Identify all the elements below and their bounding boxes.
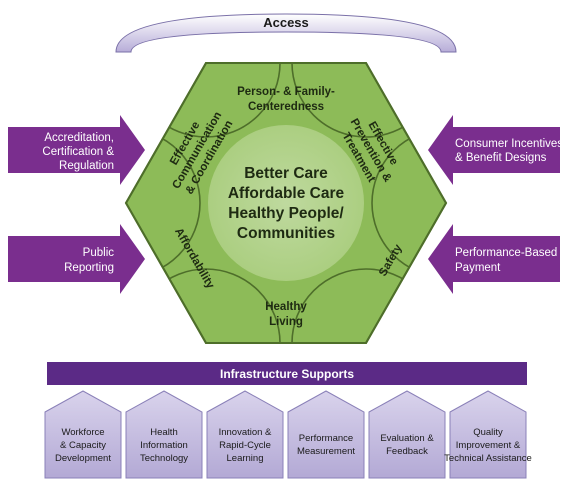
support-quality-improvement: Quality Improvement & Technical Assistan… [444,390,532,479]
infrastructure-bar: Infrastructure Supports [47,362,527,385]
support-label: Feedback [386,446,428,457]
support-label: Technical Assistance [444,453,532,464]
support-label: Information [140,440,188,451]
access-arc: Access [115,13,457,53]
center-line: Communities [237,225,335,242]
infrastructure-label: Infrastructure Supports [220,367,354,381]
segment-person-family-centeredness: Person- & Family- Centeredness [237,86,335,113]
access-label: Access [263,15,309,30]
arrow-label: Regulation [59,160,114,172]
arrow-label: Performance-Based [455,247,557,259]
support-innovation: Innovation & Rapid-Cycle Learning [206,390,284,479]
support-evaluation: Evaluation & Feedback [368,390,446,479]
arrow-label: Public [83,247,115,259]
arrow-label: Payment [455,262,501,274]
support-label: Measurement [297,446,355,457]
right-arrow-consumer-incentives: Consumer Incentives & Benefit Designs [428,115,563,185]
arrow-label: Reporting [64,262,114,274]
segment-label: Person- & Family- [237,86,335,98]
support-label: Learning [227,453,264,464]
support-label: Evaluation & [380,433,434,444]
support-label: Rapid-Cycle [219,440,271,451]
arrow-label: Consumer Incentives [455,138,563,150]
segment-label: Healthy [265,301,307,313]
support-label: Performance [299,433,353,444]
support-label: Technology [140,453,188,464]
left-arrow-public-reporting: Public Reporting [8,224,145,294]
quality-hexagon: Better Care Affordable Care Healthy Peop… [124,62,448,344]
segment-label: Centeredness [248,101,324,113]
center-line: Affordable Care [228,185,345,202]
support-label: & Capacity [60,440,106,451]
support-label: Workforce [61,427,104,438]
support-health-it: Health Information Technology [125,390,203,479]
support-workforce: Workforce & Capacity Development [44,390,122,479]
arrow-label: Certification & [42,146,114,158]
arrow-label: Accreditation, [44,132,114,144]
center-line: Healthy People/ [228,205,344,222]
hexagon-center-text: Better Care Affordable Care Healthy Peop… [228,165,345,242]
support-label: Development [55,453,111,464]
segment-healthy-living: Healthy Living [265,301,307,328]
support-label: Improvement & [456,440,521,451]
arrow-label: & Benefit Designs [455,152,547,164]
center-line: Better Care [244,165,328,182]
segment-label: Living [269,316,303,328]
right-arrow-performance-payment: Performance-Based Payment [428,224,560,294]
support-performance-measurement: Performance Measurement [287,390,365,479]
support-label: Health [150,427,177,438]
support-label: Quality [473,427,503,438]
left-arrow-accreditation: Accreditation, Certification & Regulatio… [8,115,145,185]
support-label: Innovation & [219,427,272,438]
